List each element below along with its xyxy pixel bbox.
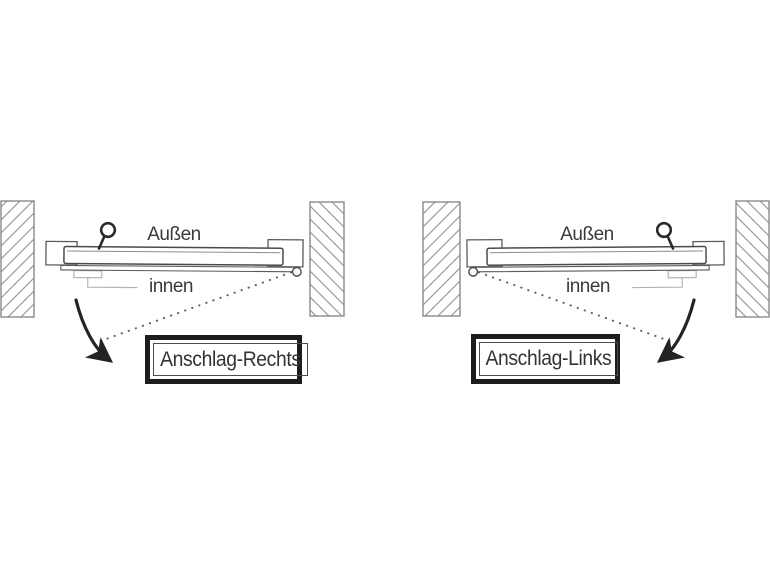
- outside-label: Außen: [147, 224, 200, 245]
- anschlag-rechts-box: Anschlag-Rechts: [145, 335, 308, 384]
- anschlag-rechts-label: Anschlag-Rechts: [160, 347, 301, 371]
- lock-hardware-icon: [73, 269, 103, 279]
- key-icon: [655, 221, 675, 250]
- wall-left: [0, 200, 35, 318]
- outside-label: Außen: [560, 224, 613, 245]
- hinge-pivot-icon: [468, 266, 479, 277]
- anschlag-links-label: Anschlag-Links: [485, 347, 612, 370]
- swing-dotted-line: [94, 271, 293, 344]
- door-panel-inner-line: [490, 250, 704, 254]
- lock-hardware-icon: [667, 269, 697, 279]
- swing-arrow-icon: [74, 298, 114, 363]
- inside-label: innen: [149, 276, 193, 297]
- anschlag-links-box: Anschlag-Links: [471, 334, 620, 384]
- door-assembly: [45, 238, 304, 289]
- diagram-anschlag-rechts: Außen innen: [0, 200, 345, 363]
- lock-hardware-arm: [87, 277, 138, 289]
- anschlag-links-box-inner: Anschlag-Links: [479, 342, 618, 376]
- door-panel: [63, 245, 284, 266]
- wall-left: [422, 201, 461, 317]
- wall-right: [735, 200, 770, 318]
- key-icon: [97, 221, 117, 250]
- swing-arrow-icon: [656, 298, 696, 363]
- lock-hardware-arm: [632, 277, 683, 289]
- hinge-pivot-icon: [291, 266, 302, 277]
- wall-right: [309, 201, 345, 317]
- anschlag-rechts-box-inner: Anschlag-Rechts: [153, 343, 308, 376]
- door-panel-inner-line: [66, 250, 280, 254]
- door-assembly: [466, 238, 725, 289]
- inside-label: innen: [566, 276, 610, 297]
- diagram-anschlag-links: Außen innen: [422, 200, 770, 363]
